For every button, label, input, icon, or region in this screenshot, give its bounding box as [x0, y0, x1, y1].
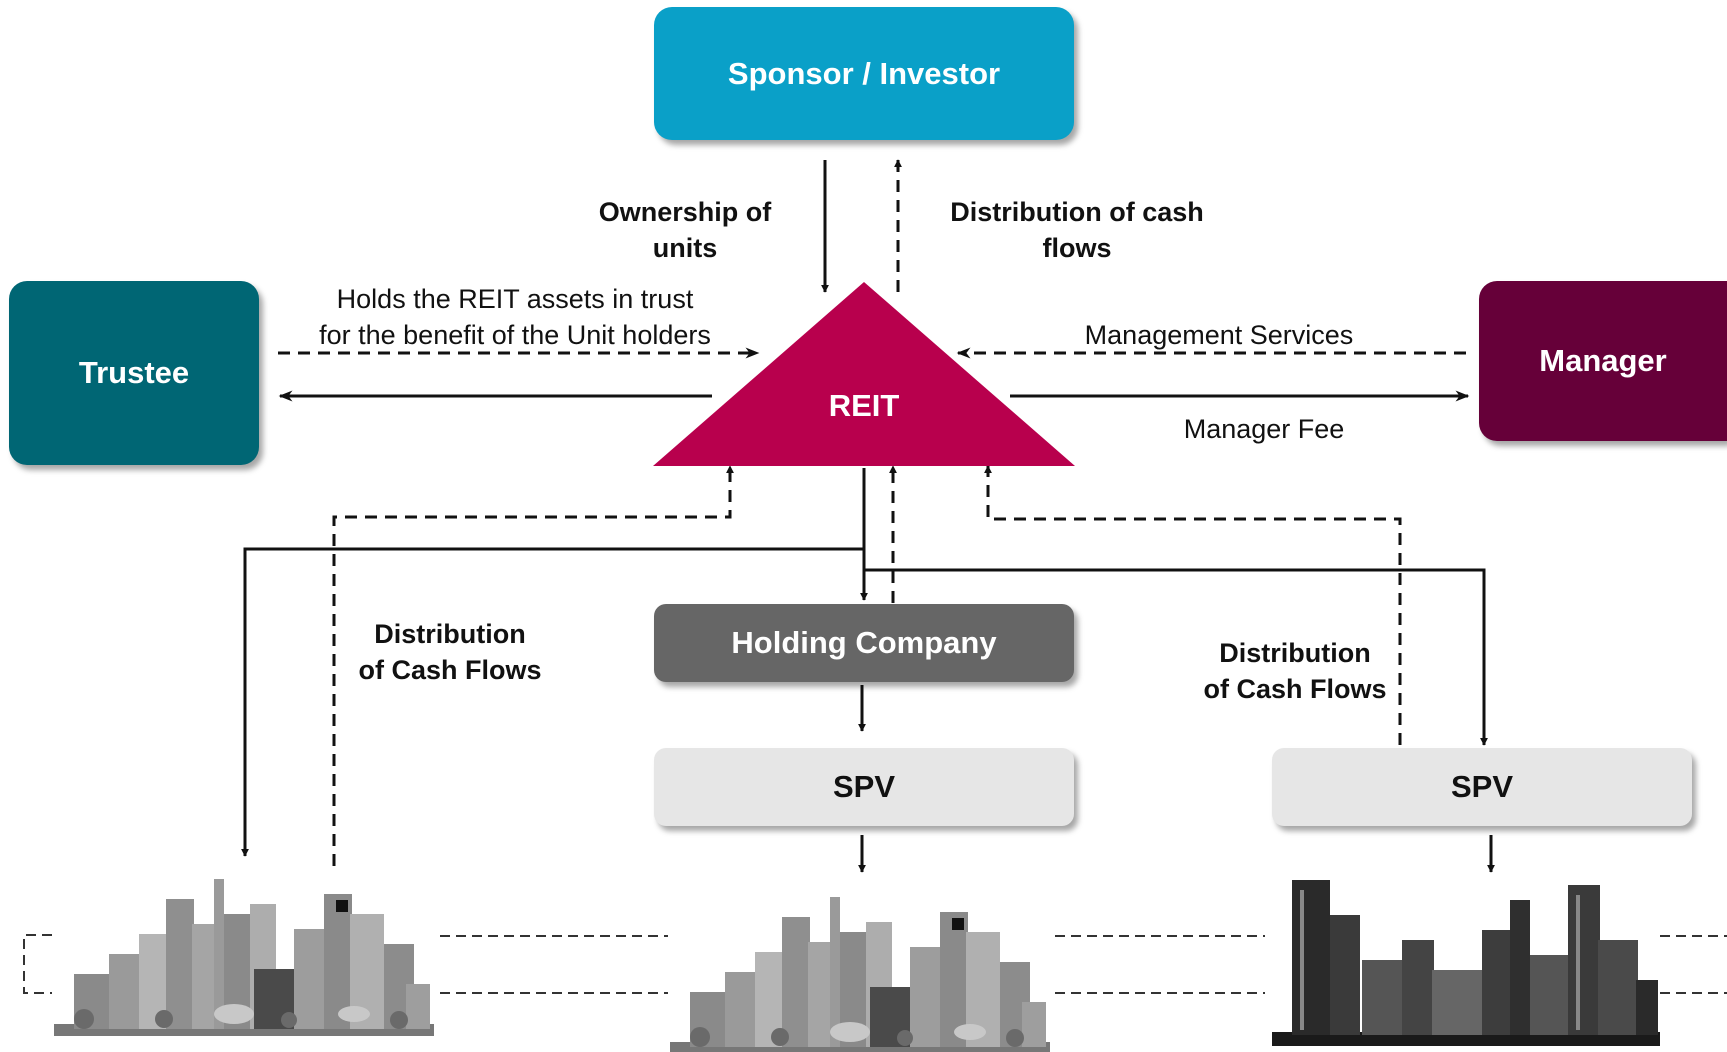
spv-center-label: SPV — [832, 769, 896, 804]
distribution-top-label: Distribution of cash — [950, 197, 1204, 227]
manager-box[interactable]: Manager — [1479, 281, 1727, 441]
manager-label: Manager — [1539, 343, 1667, 378]
holding-company-label: Holding Company — [731, 625, 997, 660]
reit-triangle[interactable] — [653, 282, 1075, 466]
spv-right-box[interactable]: SPV — [1272, 748, 1692, 826]
reit-label: REIT — [829, 388, 900, 423]
city-skyline-photo-icon — [1272, 880, 1660, 1046]
ownership-label: units — [653, 233, 718, 263]
dashed-arrows — [278, 159, 1466, 866]
manager-fee-label: Manager Fee — [1184, 414, 1345, 444]
arrow-distribution-right — [984, 465, 1402, 745]
trustee-box[interactable]: Trustee — [9, 281, 259, 465]
sponsor-investor-label: Sponsor / Investor — [727, 55, 1001, 91]
city-skyline-icon — [670, 897, 1050, 1052]
arrow-to-left-city — [241, 547, 864, 857]
solid-arrows — [241, 160, 1495, 873]
distribution-left-label: Distribution — [374, 619, 525, 649]
arrow-distribution-left — [332, 465, 734, 866]
distribution-top-label: flows — [1042, 233, 1111, 263]
trustee-label: Trustee — [78, 355, 190, 390]
ownership-label: Ownership of — [599, 197, 773, 227]
distribution-right-label: Distribution — [1219, 638, 1370, 668]
holds-assets-label: Holds the REIT assets in trust — [337, 284, 694, 314]
holds-assets-label: for the benefit of the Unit holders — [319, 320, 711, 350]
management-services-label: Management Services — [1085, 320, 1354, 350]
holding-company-box[interactable]: Holding Company — [654, 604, 1074, 682]
city-link-lines — [23, 934, 1727, 994]
distribution-left-label: of Cash Flows — [358, 655, 541, 685]
city-skyline-icon — [54, 879, 434, 1036]
sponsor-investor-box[interactable]: Sponsor / Investor — [654, 7, 1074, 140]
distribution-right-label: of Cash Flows — [1203, 674, 1386, 704]
spv-center-box[interactable]: SPV — [654, 748, 1074, 826]
spv-right-label: SPV — [1450, 769, 1514, 804]
arrow-to-right-spv — [864, 568, 1488, 746]
